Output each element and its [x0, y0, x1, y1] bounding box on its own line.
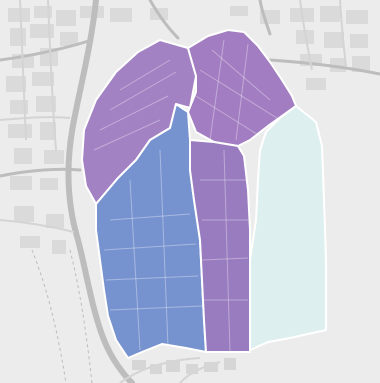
district-layer	[81, 29, 327, 359]
district-east-purple[interactable]	[189, 139, 251, 353]
district-lake-teal[interactable]	[249, 105, 327, 351]
district-street-overlay	[93, 39, 281, 353]
basemap-blocks-south	[132, 358, 236, 374]
basemap-rail	[31, 249, 93, 383]
basemap-blocks	[6, 6, 370, 254]
